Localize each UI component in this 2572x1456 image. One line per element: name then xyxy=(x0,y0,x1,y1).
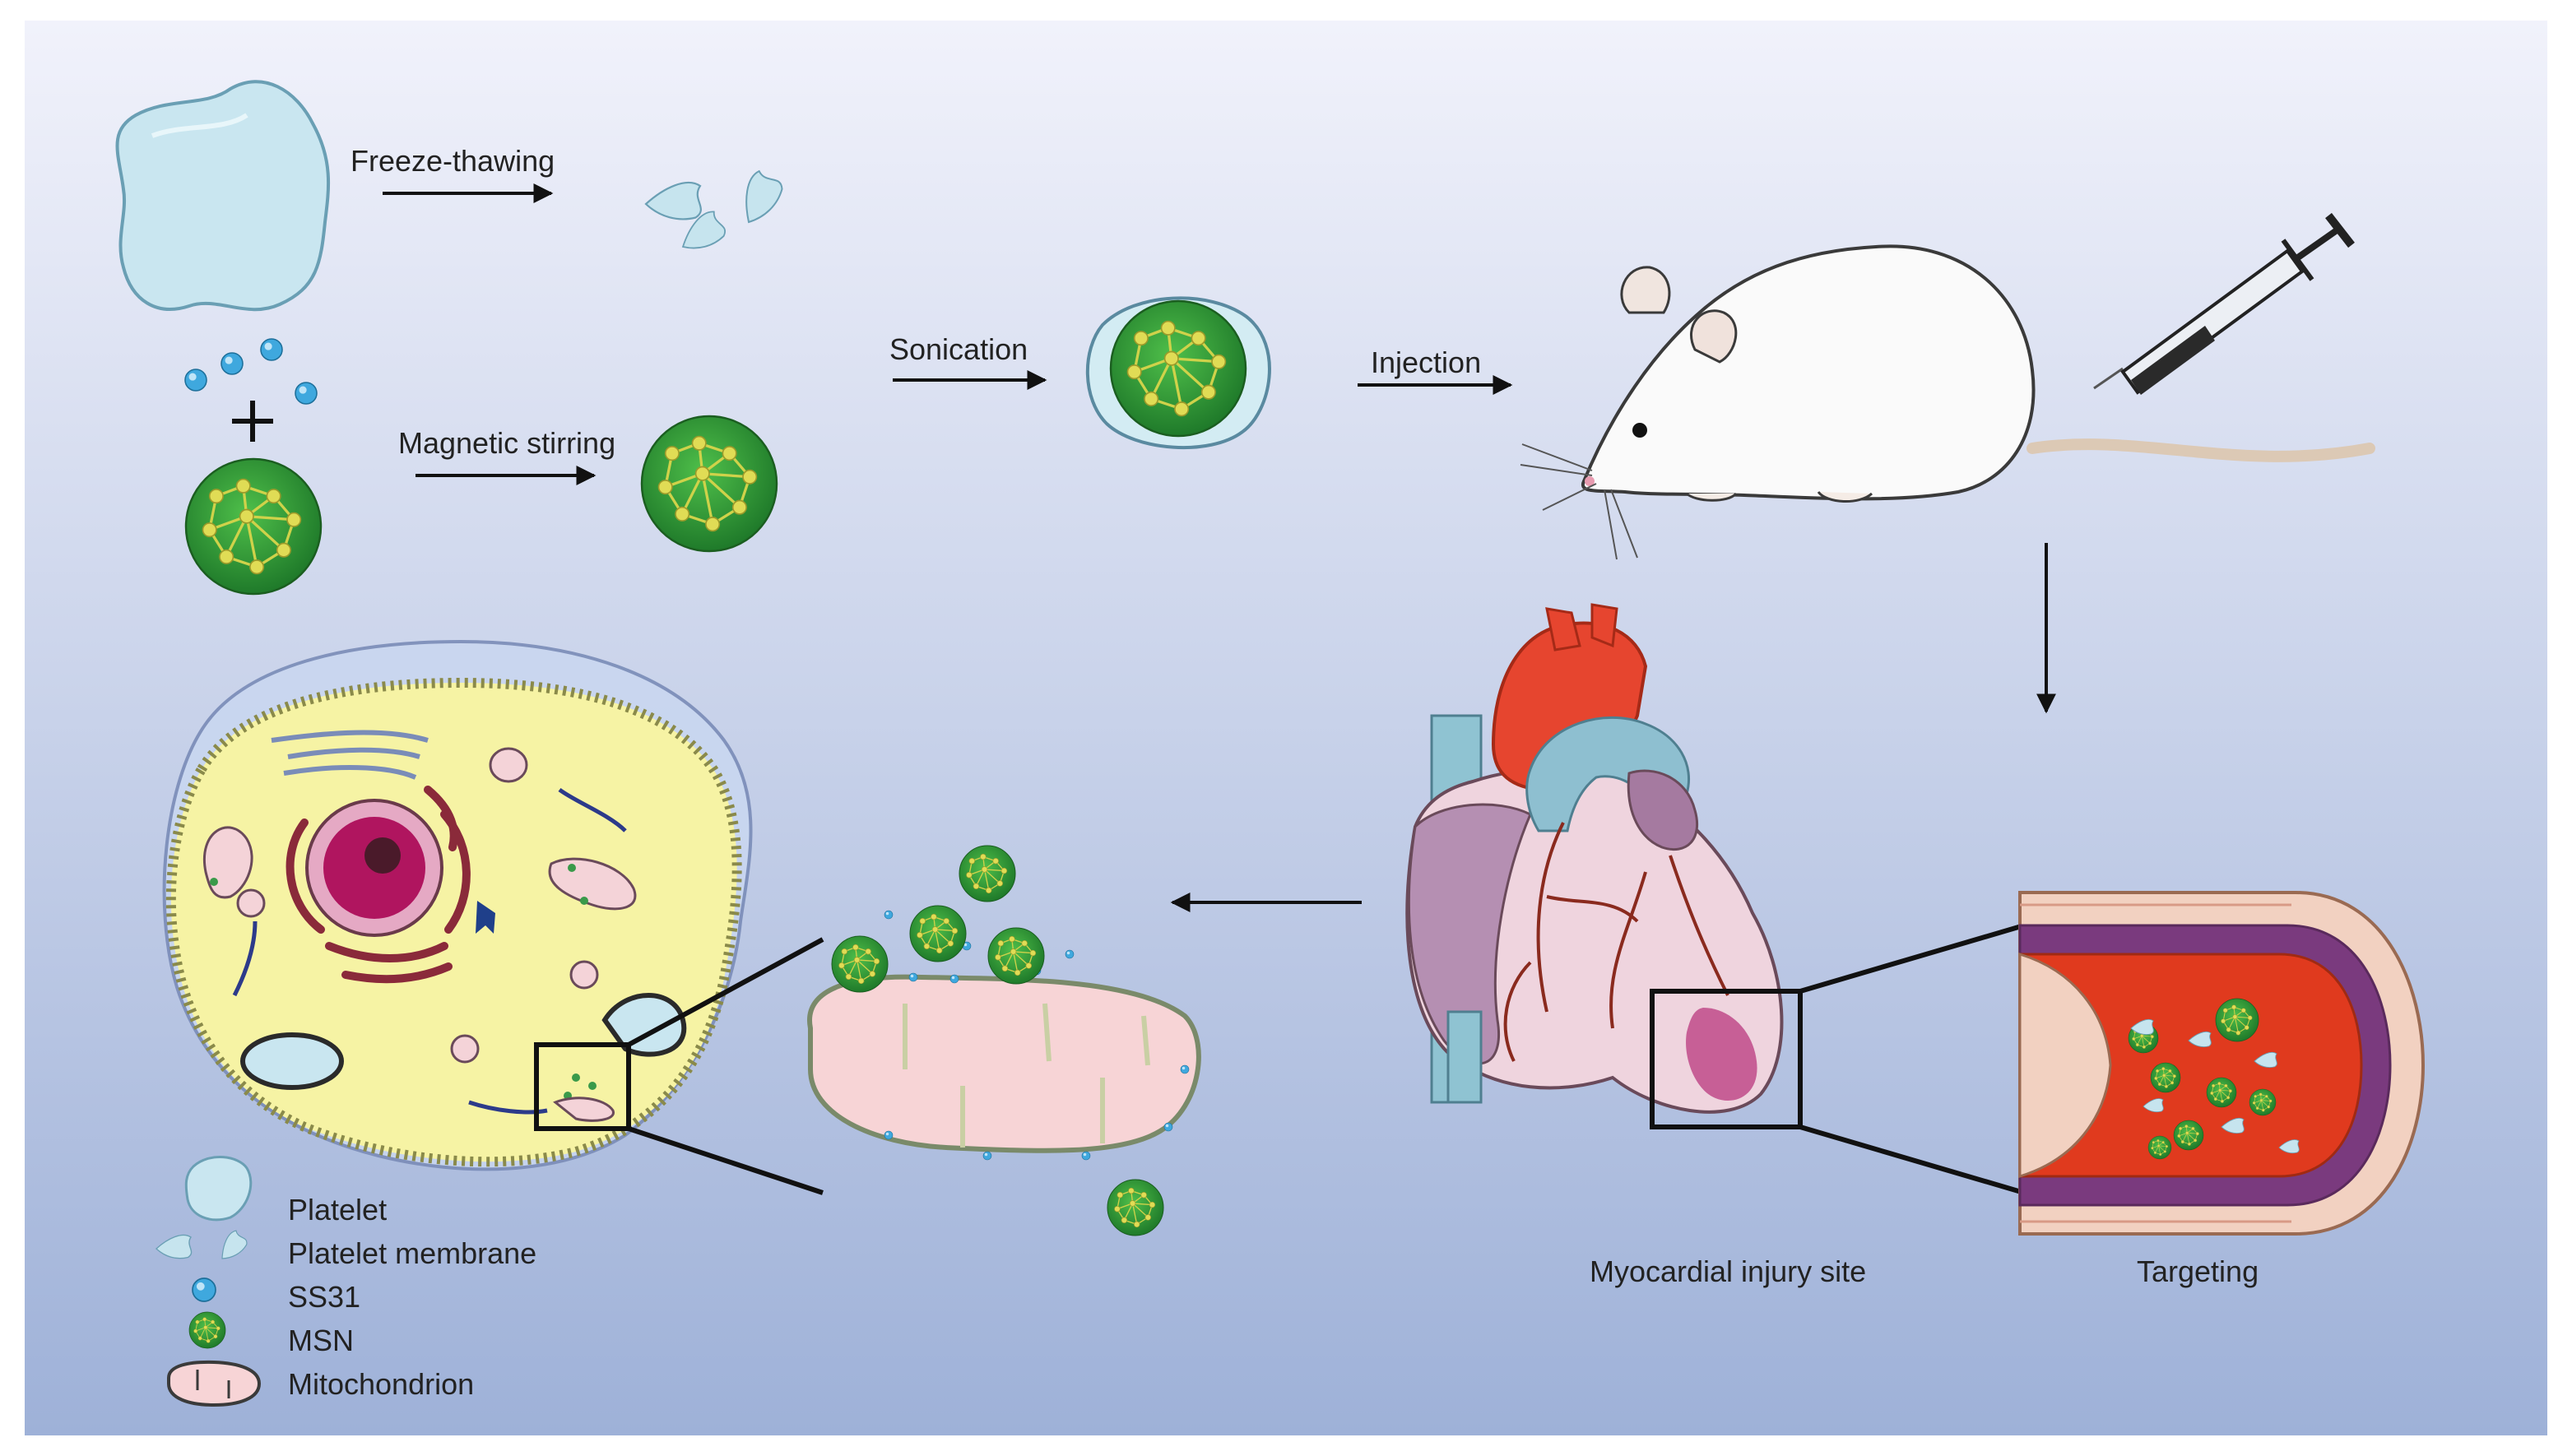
legend-platelet-icon xyxy=(184,1155,253,1222)
magnetic-stirring-label: Magnetic stirring xyxy=(398,426,616,460)
freeze-thawing-label: Freeze-thawing xyxy=(351,144,555,178)
cell-illustration xyxy=(162,639,753,1171)
myocardial-injury-site-label: Myocardial injury site xyxy=(1590,1254,1867,1288)
blood-vessel-illustration xyxy=(2018,891,2426,1236)
mitochondrion-illustration xyxy=(806,845,1201,1236)
legend-msn-icon xyxy=(188,1311,226,1349)
sonication-label: Sonication xyxy=(889,332,1028,366)
heart-zoom-box xyxy=(1650,989,1803,1129)
legend-ss31-icon xyxy=(193,1278,216,1301)
legend-msn-label: MSN xyxy=(288,1324,354,1357)
legend-ss31-label: SS31 xyxy=(288,1280,361,1314)
heart-illustration xyxy=(1405,603,1784,1114)
targeting-label: Targeting xyxy=(2137,1254,2259,1288)
platelet-shape xyxy=(115,80,331,312)
msn-loaded-particle xyxy=(640,415,778,553)
msn-particle-start xyxy=(184,457,323,596)
legend-mitochondrion-icon xyxy=(167,1360,262,1407)
legend-platelet-membrane-label: Platelet membrane xyxy=(288,1236,537,1270)
legend-icons xyxy=(156,1155,262,1407)
legend-platelet-label: Platelet xyxy=(288,1193,388,1226)
mouse-illustration xyxy=(1520,244,2375,560)
syringe-illustration xyxy=(2093,212,2355,395)
legend-mitochondrion-label: Mitochondrion xyxy=(288,1367,475,1401)
membrane-coated-nanoparticle xyxy=(1085,296,1271,450)
cell-zoom-box xyxy=(534,1042,631,1131)
injection-label: Injection xyxy=(1371,345,1482,379)
plus-sign xyxy=(232,401,273,442)
